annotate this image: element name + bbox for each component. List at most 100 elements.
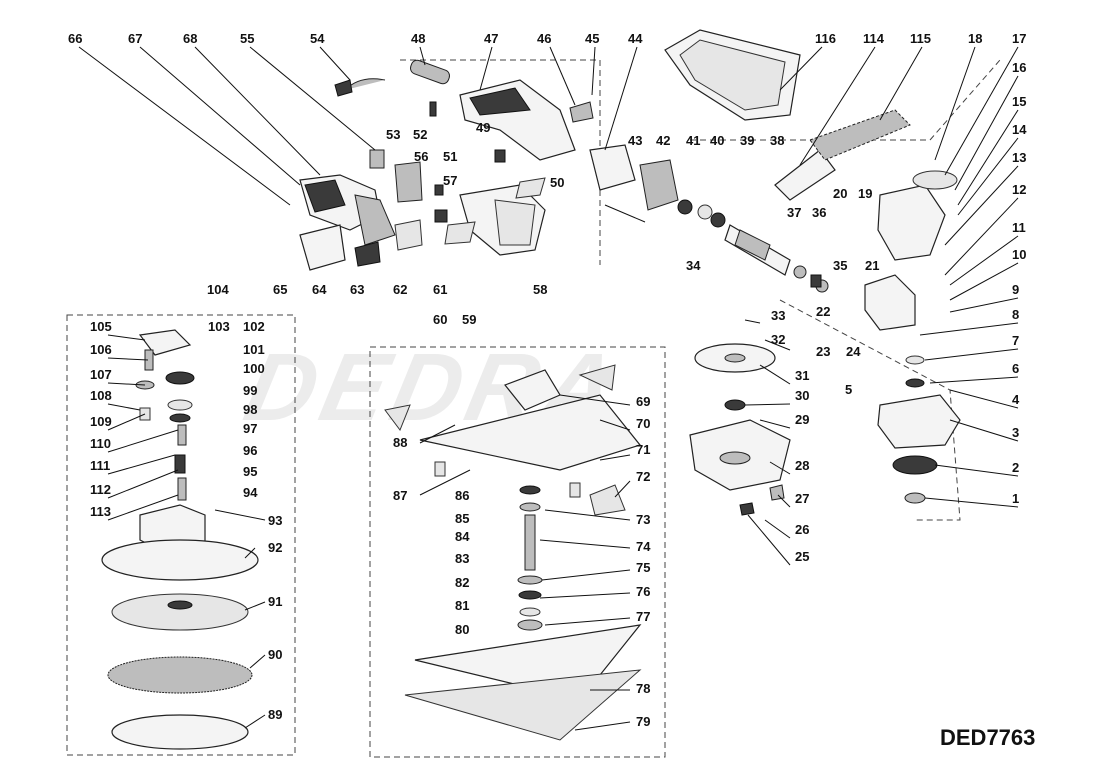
part-number-label-43: 43 (628, 133, 642, 148)
part-number-label-15: 15 (1012, 94, 1026, 109)
part-number-label-20: 20 (833, 186, 847, 201)
part-number-label-66: 66 (68, 31, 82, 46)
round-pad-assembly (101, 329, 259, 750)
part-number-label-13: 13 (1012, 150, 1026, 165)
part-number-label-60: 60 (433, 312, 447, 327)
part-number-label-71: 71 (636, 442, 650, 457)
part-number-label-73: 73 (636, 512, 650, 527)
part-number-label-1: 1 (1012, 491, 1019, 506)
dust-extraction (664, 29, 958, 331)
part-number-label-19: 19 (858, 186, 872, 201)
part-number-label-93: 93 (268, 513, 282, 528)
part-number-label-4: 4 (1012, 392, 1020, 407)
part-number-label-9: 9 (1012, 282, 1019, 297)
part-number-label-28: 28 (795, 458, 809, 473)
triangle-pad-frame (369, 346, 666, 758)
part-number-label-3: 3 (1012, 425, 1019, 440)
part-number-label-5: 5 (845, 382, 852, 397)
part-number-label-105: 105 (90, 319, 112, 334)
part-number-label-94: 94 (243, 485, 258, 500)
part-number-label-76: 76 (636, 584, 650, 599)
part-number-label-91: 91 (268, 594, 282, 609)
part-number-label-102: 102 (243, 319, 265, 334)
part-number-label-38: 38 (770, 133, 784, 148)
part-number-label-79: 79 (636, 714, 650, 729)
triangle-pad-assembly (384, 364, 642, 741)
part-number-label-7: 7 (1012, 333, 1019, 348)
part-number-label-40: 40 (710, 133, 724, 148)
part-number-label-74: 74 (636, 539, 651, 554)
part-number-label-31: 31 (795, 368, 809, 383)
part-number-label-44: 44 (628, 31, 643, 46)
part-number-label-10: 10 (1012, 247, 1026, 262)
part-number-label-112: 112 (90, 482, 111, 497)
part-number-label-16: 16 (1012, 60, 1026, 75)
part-number-label-21: 21 (865, 258, 879, 273)
part-number-label-27: 27 (795, 491, 809, 506)
part-number-label-100: 100 (243, 361, 265, 376)
motor-assembly (589, 144, 829, 293)
part-number-label-109: 109 (90, 414, 112, 429)
part-number-label-65: 65 (273, 282, 287, 297)
hose-frame (690, 59, 1001, 141)
part-number-label-8: 8 (1012, 307, 1019, 322)
part-number-label-77: 77 (636, 609, 650, 624)
part-number-label-108: 108 (90, 388, 112, 403)
part-number-label-115: 115 (910, 31, 931, 46)
part-number-label-101: 101 (243, 342, 265, 357)
part-number-label-90: 90 (268, 647, 282, 662)
part-number-label-99: 99 (243, 383, 257, 398)
part-number-label-33: 33 (771, 308, 785, 323)
part-number-label-87: 87 (393, 488, 407, 503)
part-number-label-23: 23 (816, 344, 830, 359)
part-number-label-34: 34 (686, 258, 701, 273)
part-number-label-58: 58 (533, 282, 547, 297)
part-number-label-56: 56 (414, 149, 428, 164)
part-number-label-17: 17 (1012, 31, 1026, 46)
part-number-label-95: 95 (243, 464, 257, 479)
part-number-label-54: 54 (310, 31, 325, 46)
model-code: DED7763 (940, 725, 1035, 750)
part-number-label-113: 113 (90, 504, 111, 519)
part-number-label-98: 98 (243, 402, 257, 417)
part-number-label-57: 57 (443, 173, 457, 188)
part-number-label-96: 96 (243, 443, 257, 458)
part-number-label-114: 114 (863, 31, 885, 46)
part-number-label-104: 104 (207, 282, 229, 297)
part-number-label-67: 67 (128, 31, 142, 46)
part-number-label-69: 69 (636, 394, 650, 409)
part-number-label-46: 46 (537, 31, 551, 46)
part-number-label-39: 39 (740, 133, 754, 148)
part-number-label-53: 53 (386, 127, 400, 142)
part-number-label-2: 2 (1012, 460, 1019, 475)
part-number-label-68: 68 (183, 31, 197, 46)
part-number-label-63: 63 (350, 282, 364, 297)
part-number-label-52: 52 (413, 127, 427, 142)
part-number-label-83: 83 (455, 551, 469, 566)
part-number-label-75: 75 (636, 560, 650, 575)
part-number-label-29: 29 (795, 412, 809, 427)
part-number-label-89: 89 (268, 707, 282, 722)
part-number-label-41: 41 (686, 133, 700, 148)
part-number-label-50: 50 (550, 175, 564, 190)
part-number-label-64: 64 (312, 282, 327, 297)
part-number-label-25: 25 (795, 549, 809, 564)
part-number-label-97: 97 (243, 421, 257, 436)
part-number-label-116: 116 (815, 31, 836, 46)
part-number-label-88: 88 (393, 435, 407, 450)
part-number-label-103: 103 (208, 319, 230, 334)
housing-frame (400, 59, 601, 265)
part-number-label-110: 110 (90, 436, 111, 451)
round-pad-frame (66, 314, 296, 756)
part-number-label-61: 61 (433, 282, 447, 297)
part-number-label-12: 12 (1012, 182, 1026, 197)
part-number-label-78: 78 (636, 681, 650, 696)
part-number-label-35: 35 (833, 258, 847, 273)
part-number-label-51: 51 (443, 149, 457, 164)
part-number-label-26: 26 (795, 522, 809, 537)
handle-assembly (299, 59, 594, 271)
part-number-label-62: 62 (393, 282, 407, 297)
part-number-label-92: 92 (268, 540, 282, 555)
part-number-label-72: 72 (636, 469, 650, 484)
